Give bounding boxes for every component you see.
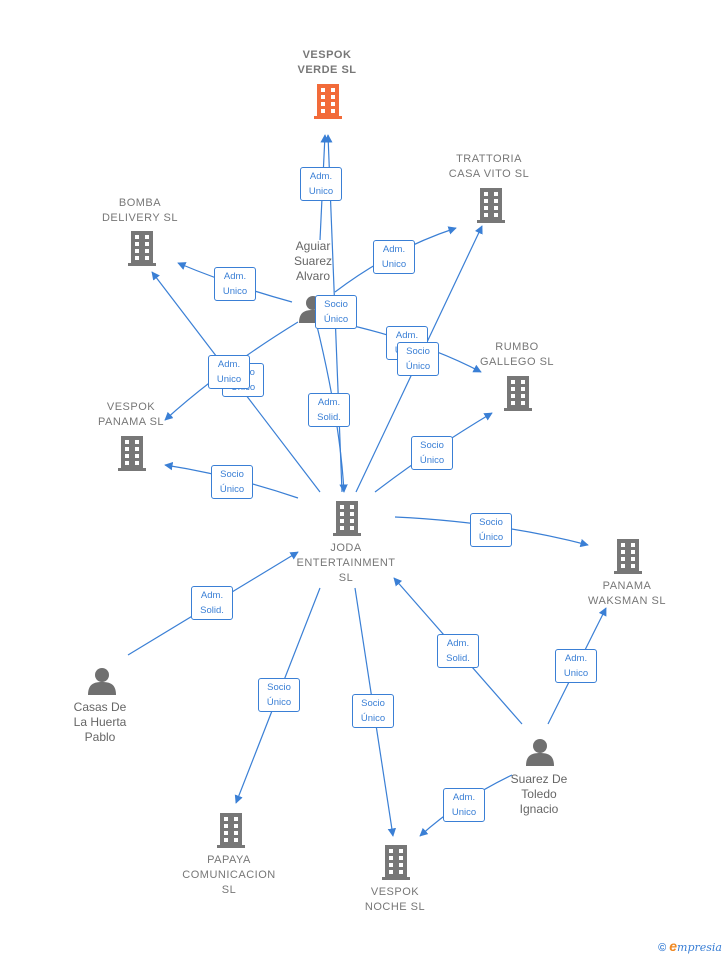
node-label-aguiar[interactable]: Aguiar Suarez Alvaro: [293, 239, 333, 283]
node-label-rumbo[interactable]: RUMBO GALLEGO SL: [479, 341, 555, 368]
suarez-person-icon[interactable]: [526, 739, 554, 766]
bomba-building-icon[interactable]: [128, 231, 156, 266]
edge-label-joda-rumbo2: Socio Único: [411, 436, 453, 470]
node-label-vespok-panama[interactable]: VESPOK PANAMA SL: [97, 401, 165, 428]
brand-name: mpresia: [677, 941, 722, 954]
edge-label-aguiar-joda-socio: Socio Único: [315, 295, 357, 329]
rumbo-building-icon[interactable]: [504, 376, 532, 411]
edge-label-aguiar-joda-solid: Adm. Solid.: [308, 393, 350, 427]
edge-label-casas-joda: Adm. Solid.: [191, 586, 233, 620]
papaya-building-icon[interactable]: [217, 813, 245, 848]
node-label-suarez[interactable]: Suarez De Toledo Ignacio: [510, 772, 568, 816]
node-label-casas[interactable]: Casas De La Huerta Pablo: [73, 700, 127, 744]
node-label-papaya[interactable]: PAPAYA COMUNICACION SL: [182, 854, 276, 896]
edge-label-joda-vespok-panama: Socio Único: [211, 465, 253, 499]
joda-building-icon[interactable]: [333, 501, 361, 536]
node-label-panama-waksman[interactable]: PANAMA WAKSMAN SL: [588, 580, 666, 607]
footer-brand[interactable]: © empresia: [658, 938, 722, 954]
node-label-vespok-noche[interactable]: VESPOK NOCHE SL: [364, 886, 426, 913]
node-label-trattoria[interactable]: TRATTORIA CASA VITO SL: [448, 153, 530, 180]
edge-label-joda-noche: Socio Único: [352, 694, 394, 728]
edge-label-aguiar-panama-adm: Adm. Unico: [208, 355, 250, 389]
edge-label-suarez-noche: Adm. Unico: [443, 788, 485, 822]
edge-label-aguiar-trattoria: Adm. Unico: [373, 240, 415, 274]
node-label-vespok-verde[interactable]: VESPOK VERDE SL: [297, 49, 357, 76]
copyright-symbol: ©: [658, 942, 667, 954]
trattoria-building-icon[interactable]: [477, 188, 505, 223]
vespok-verde-building-icon[interactable]: [314, 84, 342, 119]
casas-person-icon[interactable]: [88, 668, 116, 695]
edge-label-aguiar-verde: Adm. Unico: [300, 167, 342, 201]
edge-label-aguiar-bomba: Adm. Unico: [214, 267, 256, 301]
panama-waksman-building-icon[interactable]: [614, 539, 642, 574]
node-label-bomba[interactable]: BOMBA DELIVERY SL: [101, 197, 179, 224]
brand-initial: e: [669, 938, 678, 954]
vespok-panama-building-icon[interactable]: [118, 436, 146, 471]
edge-label-suarez-joda: Adm. Solid.: [437, 634, 479, 668]
edge-label-joda-rumbo-socio: Socio Único: [397, 342, 439, 376]
edges: [127, 134, 607, 837]
edge-label-joda-papaya: Socio Único: [258, 678, 300, 712]
node-label-joda[interactable]: JODA ENTERTAINMENT SL: [296, 542, 396, 584]
vespok-noche-building-icon[interactable]: [382, 845, 410, 880]
edge-label-suarez-waksman: Adm. Unico: [555, 649, 597, 683]
edge-label-joda-panama-waksman: Socio Único: [470, 513, 512, 547]
